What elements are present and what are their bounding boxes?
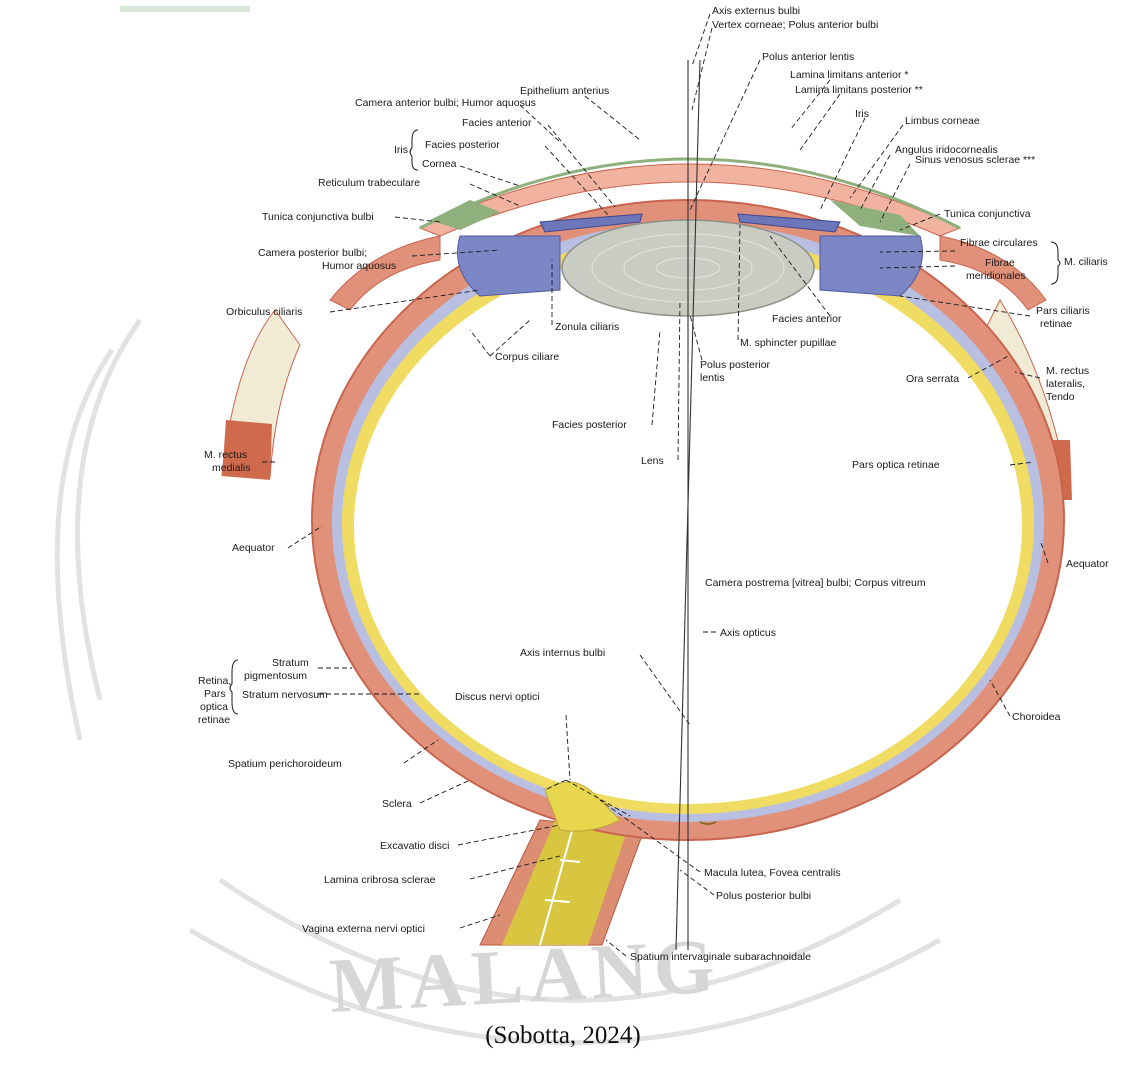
- label-fibrae: Fibrae: [985, 257, 1015, 269]
- label-sclera: Sclera: [382, 798, 412, 810]
- label-facies-posterior-iris: Facies posterior: [425, 139, 500, 151]
- label-cornea: Cornea: [422, 158, 457, 170]
- label-choroidea: Choroidea: [1012, 711, 1061, 723]
- label-epithelium-anterius: Epithelium anterius: [520, 85, 609, 97]
- label-lamina-limitans-posterior: Lamina limitans posterior **: [795, 84, 923, 96]
- label-discus-nervi-optici: Discus nervi optici: [455, 691, 540, 703]
- label-facies-anterior-iris: Facies anterior: [462, 117, 532, 129]
- label-tendo: Tendo: [1046, 391, 1075, 403]
- label-meridionales: meridionales: [966, 270, 1026, 282]
- label-camera-anterior-bulbi: Camera anterior bulbi; Humor aquosus: [355, 97, 536, 109]
- label-retina-retinae: retinae: [198, 714, 230, 726]
- label-pars-optica-retinae: Pars optica retinae: [852, 459, 940, 471]
- label-stratum-nervosum: Stratum nervosum: [242, 689, 328, 701]
- label-m-rectus-medialis: M. rectus: [204, 449, 247, 461]
- label-m-rectus-lateralis: M. rectus: [1046, 365, 1089, 377]
- label-humor-aquosus: Humor aquosus: [322, 260, 396, 272]
- eye-illustration: [222, 60, 1072, 950]
- ciliary-body-left: [458, 236, 561, 296]
- label-reticulum-trabeculare: Reticulum trabeculare: [318, 177, 420, 189]
- label-limbus-corneae: Limbus corneae: [905, 115, 980, 127]
- label-axis-externus-bulbi: Axis externus bulbi: [712, 5, 800, 17]
- label-pars-ciliaris: Pars ciliaris: [1036, 305, 1090, 317]
- figure-caption: (Sobotta, 2024): [0, 1022, 1126, 1050]
- label-orbiculus-ciliaris: Orbiculus ciliaris: [226, 306, 302, 318]
- label-m-sphincter-pupillae: M. sphincter pupillae: [740, 337, 836, 349]
- label-spatium-perichoroideum: Spatium perichoroideum: [228, 758, 342, 770]
- label-zonula-ciliaris: Zonula ciliaris: [555, 321, 619, 333]
- label-tunica-conjunctiva: Tunica conjunctiva: [944, 208, 1031, 220]
- label-polus-posterior-bulbi: Polus posterior bulbi: [716, 890, 811, 902]
- label-polus-anterior-lentis: Polus anterior lentis: [762, 51, 854, 63]
- label-pigmentosum: pigmentosum: [244, 670, 307, 682]
- label-sinus-venosus-sclerae: Sinus venosus sclerae ***: [915, 154, 1035, 166]
- label-lens: Lens: [641, 455, 664, 467]
- label-axis-opticus: Axis opticus: [720, 627, 776, 639]
- label-camera-postrema: Camera postrema [vitrea] bulbi; Corpus v…: [705, 577, 926, 589]
- label-pars-ciliaris-retinae: retinae: [1040, 318, 1072, 330]
- label-vertex-corneae: Vertex corneae; Polus anterior bulbi: [712, 19, 878, 31]
- label-camera-posterior-bulbi: Camera posterior bulbi;: [258, 247, 367, 259]
- label-axis-internus-bulbi: Axis internus bulbi: [520, 647, 605, 659]
- label-m-ciliaris: M. ciliaris: [1064, 256, 1108, 268]
- label-retina: Retina,: [198, 675, 231, 687]
- label-excavatio-disci: Excavatio disci: [380, 840, 449, 852]
- label-aequator-right: Aequator: [1066, 558, 1109, 570]
- top-corner-decoration: [120, 6, 250, 12]
- label-retina-optica: optica: [200, 701, 228, 713]
- label-ora-serrata: Ora serrata: [906, 373, 959, 385]
- label-stratum: Stratum: [272, 657, 309, 669]
- label-lateralis: lateralis,: [1046, 378, 1085, 390]
- label-lamina-limitans-anterior: Lamina limitans anterior *: [790, 69, 908, 81]
- label-macula-lutea: Macula lutea, Fovea centralis: [704, 867, 841, 879]
- label-polus-posterior-lentis: lentis: [700, 372, 725, 384]
- label-facies-posterior-lens: Facies posterior: [552, 419, 627, 431]
- label-retina-pars: Pars: [204, 688, 226, 700]
- label-corpus-ciliare: Corpus ciliare: [495, 351, 559, 363]
- label-polus-posterior: Polus posterior: [700, 359, 771, 371]
- label-vagina-externa-nervi-optici: Vagina externa nervi optici: [302, 923, 425, 935]
- label-spatium-intervaginale: Spatium intervaginale subarachnoidale: [630, 951, 811, 963]
- label-lamina-cribrosa-sclerae: Lamina cribrosa sclerae: [324, 874, 436, 886]
- label-medialis: medialis: [212, 462, 251, 474]
- label-aequator-left: Aequator: [232, 542, 275, 554]
- label-facies-anterior-lens: Facies anterior: [772, 313, 842, 325]
- label-tunica-conjunctiva-bulbi: Tunica conjunctiva bulbi: [262, 211, 374, 223]
- label-fibrae-circulares: Fibrae circulares: [960, 237, 1038, 249]
- label-iris-right: Iris: [855, 108, 869, 120]
- ciliary-body-right: [820, 236, 923, 296]
- label-iris-group: Iris: [394, 144, 408, 156]
